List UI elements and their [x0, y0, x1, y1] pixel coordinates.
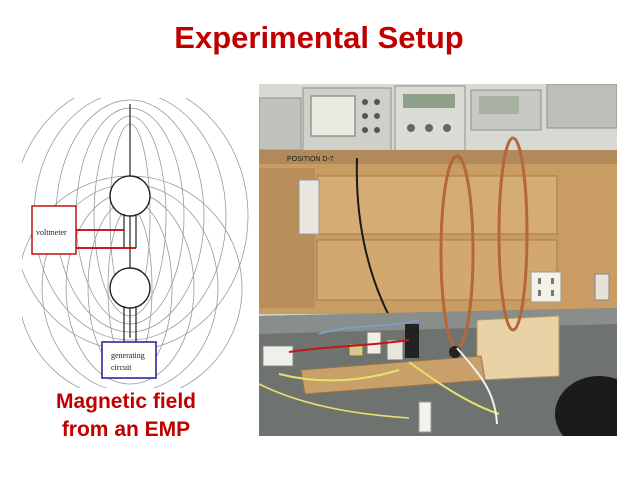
- oscilloscope-screen: [310, 95, 356, 137]
- voltmeter-box: [31, 205, 77, 255]
- bench-sign: POSITION D-7: [287, 156, 334, 163]
- outlet: [530, 271, 562, 303]
- red-wire: [288, 339, 410, 353]
- yellow-wire-2: [408, 361, 500, 415]
- generating-circuit-box: [101, 341, 157, 379]
- lower-loop: [109, 267, 151, 309]
- dark-object: [555, 376, 617, 436]
- switch-plate: [594, 273, 610, 301]
- shelf: [259, 150, 617, 164]
- tag: [418, 401, 432, 433]
- white-wire: [456, 347, 498, 425]
- lab-photo: POSITION D-7: [259, 84, 617, 436]
- transistor: [405, 324, 419, 358]
- yellow-wire-1: [278, 369, 400, 382]
- instrument-4: [546, 84, 617, 129]
- generating-label-line1: generating: [111, 351, 145, 360]
- copper-loop-right: [497, 136, 529, 332]
- voltmeter-label: voltmeter: [36, 228, 67, 237]
- circuit-board: [300, 355, 486, 395]
- generating-label-line2: circuit: [111, 363, 132, 372]
- slide-title: Experimental Setup: [174, 20, 464, 55]
- upper-loop: [109, 175, 151, 217]
- caption-line1: Magnetic field: [55, 390, 197, 413]
- slide-caption: Magnetic field from an EMP: [20, 388, 232, 444]
- caption-line2: from an EMP: [61, 418, 191, 441]
- instrument-1: [259, 97, 302, 151]
- probe-box: [262, 345, 294, 367]
- field-lines-diagram: voltmeter generating circuit: [22, 98, 249, 388]
